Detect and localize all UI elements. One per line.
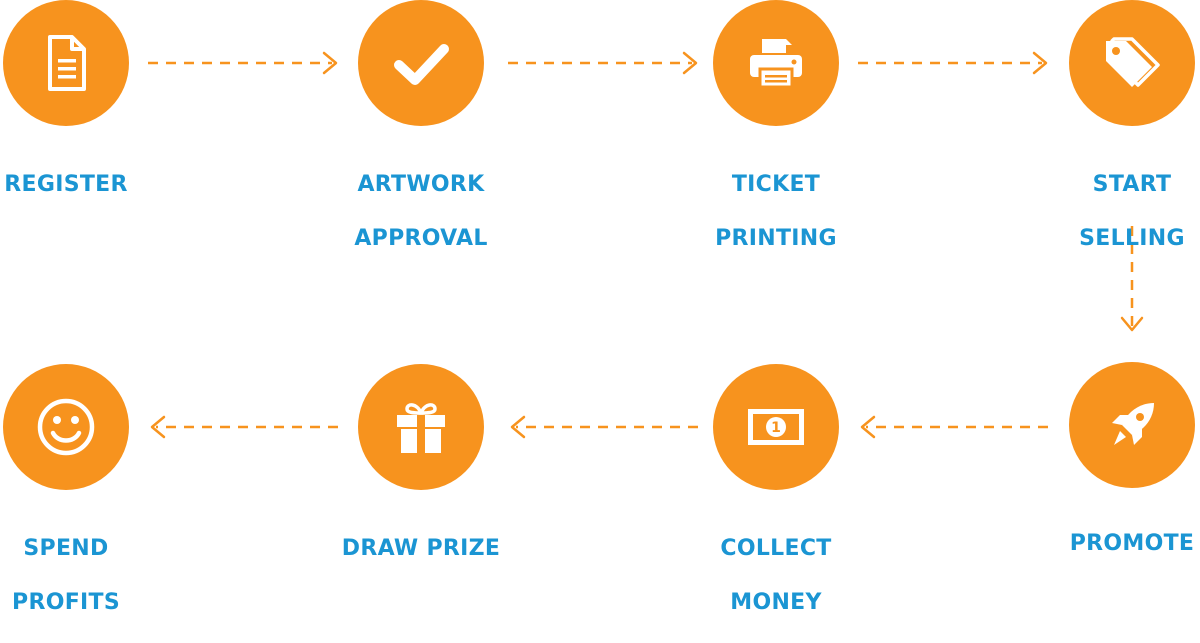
money-icon: 1 [748,409,804,445]
step-label-line-2: Selling [1079,226,1185,251]
step-circle: 1 [713,364,839,490]
step-label-line-1: Start [1092,172,1172,197]
step-label-line-1: Artwork [357,172,485,197]
step-label: Draw Prize [311,508,531,589]
step-label-line-2: Money [730,590,822,615]
step-label-line-1: Spend [23,536,109,561]
arrowhead-4 [1120,316,1144,332]
step-label: Artwork Approval [311,144,531,279]
step-circle [358,0,484,126]
printer-icon [750,39,802,89]
arrowhead-1 [322,51,338,75]
tags-icon [1106,37,1160,87]
step-circle [3,0,129,126]
step-label: Ticket Printing [666,144,886,279]
step-circle [3,364,129,490]
smiley-icon [37,398,95,456]
arrowhead-6 [510,415,526,439]
step-label-line-1: Ticket [731,172,821,197]
arrowhead-7 [150,415,166,439]
checkmark-icon [394,44,449,85]
arrowhead-3 [1032,51,1048,75]
step-label-line-1: Draw Prize [341,536,501,561]
step-label: Register [0,144,176,225]
step-label: Collect Money [666,508,886,643]
document-icon [48,35,86,91]
step-label: Start Selling [1022,144,1200,279]
step-label: Promote [1022,503,1200,584]
flow-arrows [148,51,1144,439]
step-label-line-1: Collect [720,536,832,561]
step-label: Spend Profits [0,508,176,643]
step-circle [1069,362,1195,488]
rocket-icon [1112,403,1154,445]
arrowhead-5 [860,415,876,439]
gift-icon [397,403,445,453]
step-label-line-2: Printing [715,226,837,251]
step-label-line-2: Profits [12,590,120,615]
arrowhead-2 [682,51,698,75]
money-icon-digit: 1 [771,420,781,436]
step-label-line-1: Register [4,172,128,197]
step-circle [358,364,484,490]
step-label-line-1: Promote [1069,531,1195,556]
step-circle [713,0,839,126]
step-circle [1069,0,1195,126]
step-label-line-2: Approval [354,226,488,251]
